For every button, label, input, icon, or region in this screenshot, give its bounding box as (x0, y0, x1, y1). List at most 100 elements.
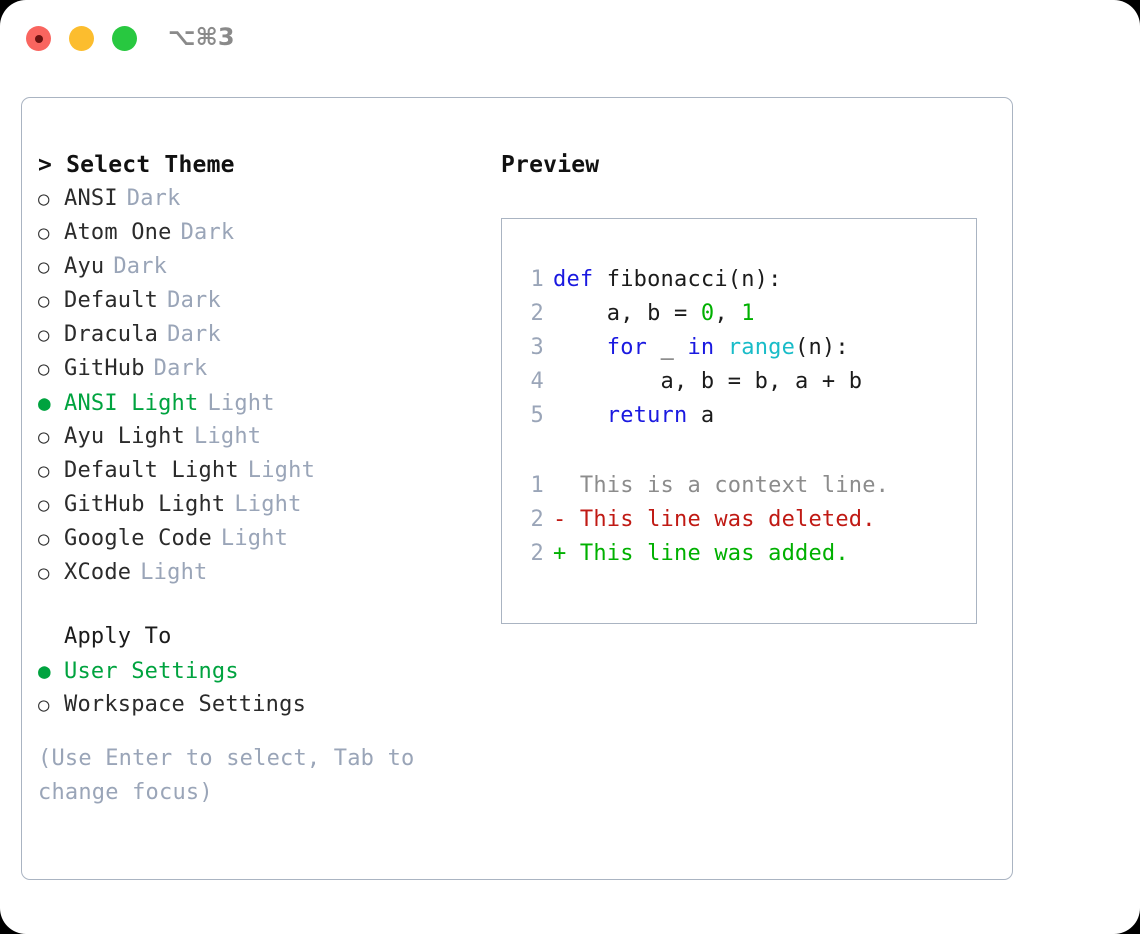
diff-line-text: This is a context line. (553, 473, 890, 498)
code-line-text: return a (553, 399, 714, 433)
code-token-plain (714, 335, 727, 360)
theme-option-default[interactable]: ○ Default Dark (38, 284, 498, 318)
theme-option-label: ANSI Light (64, 391, 199, 416)
apply-to-option-label: User Settings (64, 659, 239, 684)
radio-unselected-icon: ○ (38, 494, 50, 516)
code-token-plain: fibonacci(n): (606, 267, 782, 292)
diff-line-added: 2 + This line was added. (520, 537, 976, 571)
radio-selected-icon: ● (38, 659, 51, 683)
diff-line-text: - This line was deleted. (553, 507, 876, 532)
apply-to-option-label: Workspace Settings (64, 692, 307, 717)
theme-option-variant: Light (247, 458, 316, 483)
radio-unselected-icon: ○ (38, 528, 50, 550)
theme-option-label: ANSI (64, 186, 118, 211)
radio-unselected-icon: ○ (38, 290, 50, 312)
apply-to-option-list: ● User Settings ○ Workspace Settings (38, 654, 498, 722)
theme-option-dracula[interactable]: ○ Dracula Dark (38, 318, 498, 352)
theme-option-label: Default Light (64, 458, 239, 483)
code-line-text: a, b = 0, 1 (553, 297, 755, 331)
code-token-plain: a, b = (553, 301, 701, 326)
close-button[interactable] (26, 26, 51, 51)
theme-option-variant: Dark (153, 356, 208, 381)
theme-option-variant: Light (234, 492, 302, 517)
theme-option-label: GitHub Light (64, 492, 226, 517)
minimize-button[interactable] (69, 26, 94, 51)
theme-option-label: Dracula (64, 322, 159, 347)
diff-line-number: 2 (530, 507, 544, 532)
theme-option-google-code[interactable]: ○ Google Code Light (38, 522, 498, 556)
apply-to-option-user-settings[interactable]: ● User Settings (38, 654, 498, 688)
code-token-num: 1 (741, 301, 755, 326)
theme-option-variant: Dark (167, 322, 221, 347)
theme-option-label: Ayu Light (64, 424, 186, 449)
theme-option-variant: Light (194, 424, 262, 449)
apply-to-option-workspace-settings[interactable]: ○ Workspace Settings (38, 688, 498, 722)
code-token-plain: _ (647, 335, 688, 360)
code-line: 4 a, b = b, a + b (520, 365, 976, 399)
code-line: 2 a, b = 0, 1 (520, 297, 976, 331)
theme-option-label: Google Code (64, 526, 212, 551)
code-line: 5 return a (520, 399, 976, 433)
select-theme-header: > Select Theme (38, 152, 235, 178)
preview-header: Preview (501, 152, 600, 178)
code-line: 1 def fibonacci(n): (520, 263, 976, 297)
code-line-text: def fibonacci(n): (553, 263, 782, 297)
code-line: 3 for _ in range(n): (520, 331, 976, 365)
radio-unselected-icon: ○ (38, 562, 50, 584)
radio-unselected-icon: ○ (38, 324, 50, 346)
maximize-button[interactable] (112, 26, 137, 51)
radio-unselected-icon: ○ (38, 188, 50, 210)
apply-to-header: Apply To (64, 624, 172, 649)
theme-option-variant: Light (220, 526, 289, 551)
diff-line-context: 1 This is a context line. (520, 469, 976, 503)
traffic-light-group (26, 26, 137, 51)
code-token-fn: range (727, 335, 796, 360)
keyboard-hint: (Use Enter to select, Tab to change focu… (38, 746, 415, 805)
theme-option-github-light[interactable]: ○ GitHub Light Light (38, 488, 498, 522)
code-token-num: 0 (700, 301, 715, 326)
theme-option-ayu[interactable]: ○ Ayu Dark (38, 250, 498, 284)
theme-option-label: Ayu (64, 254, 105, 279)
code-token-plain: , (714, 301, 742, 326)
window-title: ⌥⌘3 (168, 23, 235, 51)
diff-line-deleted: 2 - This line was deleted. (520, 503, 976, 537)
theme-option-label: XCode (64, 560, 132, 585)
code-line-number: 1 (530, 267, 544, 292)
radio-unselected-icon: ○ (38, 426, 50, 448)
diff-line-number: 1 (530, 473, 544, 498)
theme-option-variant: Dark (113, 254, 168, 279)
code-line-text: a, b = b, a + b (553, 365, 863, 399)
diff-sample: 1 This is a context line. 2 - This line wa… (520, 469, 976, 571)
code-token-kw: in (687, 335, 715, 360)
radio-unselected-icon: ○ (38, 358, 50, 380)
diff-line-number: 2 (530, 541, 544, 566)
theme-option-label: Default (64, 288, 159, 313)
theme-option-default-light[interactable]: ○ Default Light Light (38, 454, 498, 488)
radio-unselected-icon: ○ (38, 222, 50, 244)
code-line-number: 5 (530, 403, 544, 428)
radio-unselected-icon: ○ (38, 256, 50, 278)
diff-line-text: + This line was added. (553, 541, 849, 566)
theme-option-variant: Light (140, 560, 208, 585)
theme-option-variant: Dark (167, 288, 221, 313)
theme-option-ayu-light[interactable]: ○ Ayu Light Light (38, 420, 498, 454)
theme-option-variant: Dark (180, 220, 235, 245)
code-token-kw: for (606, 335, 648, 360)
theme-option-xcode[interactable]: ○ XCode Light (38, 556, 498, 590)
code-line-number: 2 (530, 301, 544, 326)
code-token-kw: def (553, 267, 607, 292)
radio-unselected-icon: ○ (38, 694, 50, 716)
code-line-text: for _ in range(n): (553, 331, 849, 365)
code-line-number: 4 (530, 369, 544, 394)
radio-unselected-icon: ○ (38, 460, 50, 482)
